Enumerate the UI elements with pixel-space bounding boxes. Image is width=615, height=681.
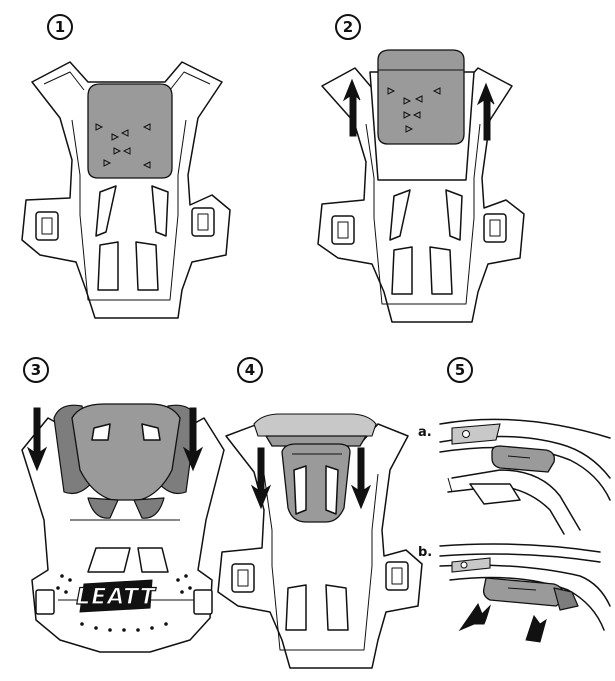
step-5-badge: 5 (447, 357, 473, 383)
back-protector-body-1 (21, 61, 231, 319)
step-1-badge: 1 (47, 14, 73, 40)
pointer-arrow-left (458, 602, 492, 632)
press-arrow-left (26, 407, 48, 472)
insert-arrow-right (350, 447, 372, 510)
sub-step-b-detail: b. (418, 543, 611, 643)
chest-protector-body-3: LEATT (21, 403, 225, 653)
vent-dots-3 (56, 574, 192, 632)
panel-step-5: 5 a. b. (418, 357, 611, 643)
lift-arrow-right (476, 82, 495, 141)
brand-logo-text: LEATT (76, 585, 156, 610)
press-arrow-right (182, 407, 204, 472)
sub-step-a-label: a. (418, 425, 432, 440)
panel-step-4: 4 (217, 357, 423, 669)
step-1-number: 1 (55, 18, 65, 36)
panel-step-1: 1 (21, 14, 231, 319)
step-4-badge: 4 (237, 357, 263, 383)
step-4-number: 4 (245, 361, 255, 379)
back-protector-body-2 (317, 49, 525, 323)
sub-step-a-detail: a. (418, 418, 611, 535)
step-2-badge: 2 (335, 14, 361, 40)
insert-arrow-left (250, 447, 272, 510)
step-5-number: 5 (455, 361, 465, 379)
panel-step-2: 2 (317, 14, 525, 323)
step-2-number: 2 (343, 18, 353, 36)
back-protector-body-4 (217, 413, 423, 669)
panel-step-3: 3 (21, 357, 225, 653)
step-3-badge: 3 (23, 357, 49, 383)
pad-marker-arrows-2 (387, 87, 441, 133)
pad-marker-arrows-1 (95, 123, 151, 169)
pointer-arrow-right (525, 614, 547, 643)
lift-arrow-left (342, 78, 361, 137)
sub-step-b-label: b. (418, 545, 432, 560)
step-3-number: 3 (31, 361, 41, 379)
